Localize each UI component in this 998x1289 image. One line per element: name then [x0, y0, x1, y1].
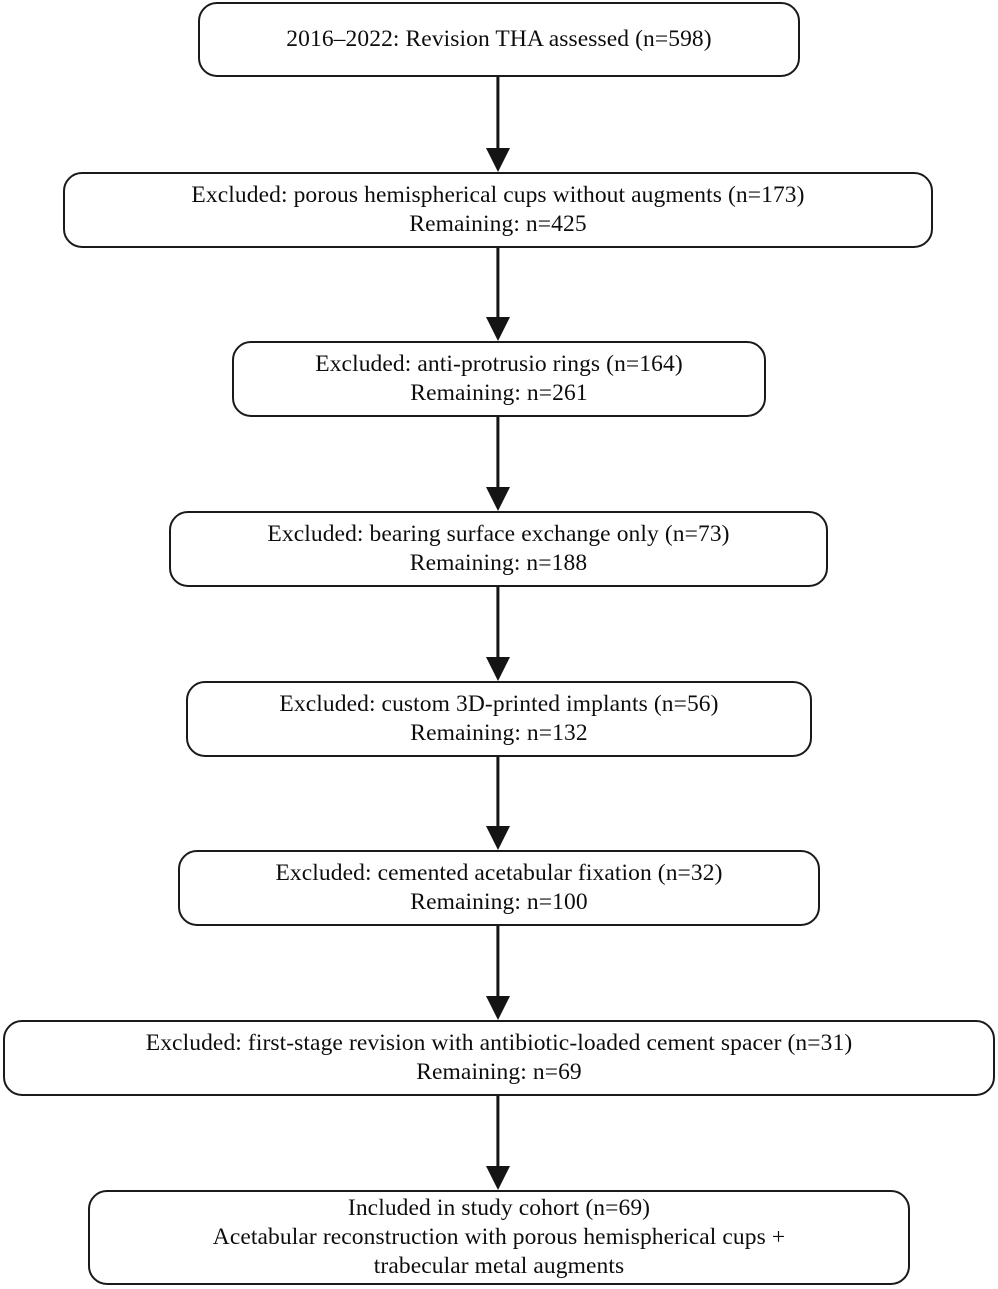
excluded-cemented-acetabular-fixation-box-text: Excluded: cemented acetabular fixation (…: [275, 859, 723, 915]
arrow-stem: [496, 248, 500, 321]
arrow-stem: [496, 926, 500, 1000]
arrow-assessed-to-excluded-porous-cups: [485, 77, 511, 172]
excluded-anti-protrusio-rings-box: Excluded: anti-protrusio rings (n=164) R…: [232, 341, 766, 417]
arrow-bearing-to-custom: [485, 587, 511, 681]
included-study-cohort-box: Included in study cohort (n=69) Acetabul…: [88, 1190, 910, 1285]
excluded-porous-cups-box: Excluded: porous hemispherical cups with…: [63, 172, 933, 248]
arrow-stem: [496, 77, 500, 152]
arrow-excluded-porous-cups-to-rings: [485, 248, 511, 341]
arrow-spacer-to-included: [485, 1096, 511, 1190]
excluded-anti-protrusio-rings-box-text: Excluded: anti-protrusio rings (n=164) R…: [315, 350, 683, 406]
excluded-bearing-surface-exchange-box: Excluded: bearing surface exchange only …: [169, 511, 828, 587]
arrow-head-icon: [486, 487, 510, 511]
arrow-stem: [496, 1096, 500, 1170]
arrow-head-icon: [486, 1166, 510, 1190]
assessed-box-text: 2016–2022: Revision THA assessed (n=598): [286, 25, 712, 52]
arrow-custom-to-cemented: [485, 757, 511, 850]
excluded-custom-3d-printed-implants-box-text: Excluded: custom 3D-printed implants (n=…: [279, 690, 719, 746]
arrow-stem: [496, 757, 500, 830]
excluded-porous-cups-box-text: Excluded: porous hemispherical cups with…: [191, 181, 805, 237]
arrow-stem: [496, 417, 500, 491]
arrow-head-icon: [486, 317, 510, 341]
excluded-custom-3d-printed-implants-box: Excluded: custom 3D-printed implants (n=…: [186, 681, 812, 757]
arrow-head-icon: [486, 826, 510, 850]
excluded-bearing-surface-exchange-box-text: Excluded: bearing surface exchange only …: [267, 520, 730, 576]
excluded-cemented-acetabular-fixation-box: Excluded: cemented acetabular fixation (…: [178, 850, 820, 926]
arrow-cemented-to-spacer: [485, 926, 511, 1020]
arrow-head-icon: [486, 996, 510, 1020]
included-study-cohort-box-text: Included in study cohort (n=69) Acetabul…: [212, 1194, 786, 1280]
arrow-head-icon: [486, 657, 510, 681]
arrow-head-icon: [486, 148, 510, 172]
assessed-box: 2016–2022: Revision THA assessed (n=598): [198, 2, 800, 77]
excluded-first-stage-revision-spacer-box: Excluded: first-stage revision with anti…: [3, 1020, 995, 1096]
arrow-stem: [496, 587, 500, 661]
excluded-first-stage-revision-spacer-box-text: Excluded: first-stage revision with anti…: [145, 1029, 853, 1085]
arrow-rings-to-bearing: [485, 417, 511, 511]
